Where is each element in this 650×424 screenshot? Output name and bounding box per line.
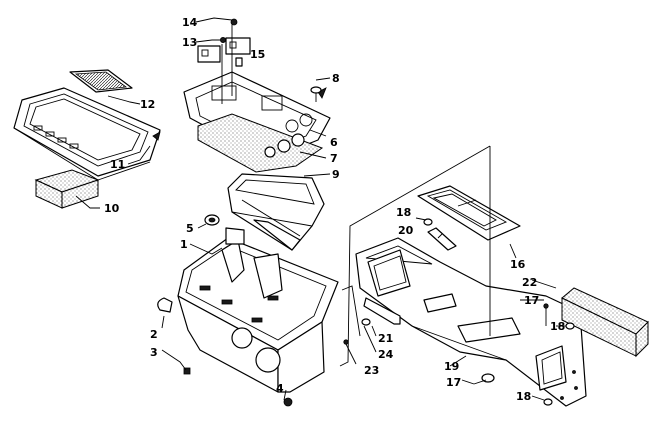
callout-4: 4 xyxy=(276,382,284,395)
callout-15: 15 xyxy=(250,48,265,61)
part-16-filter-frame xyxy=(417,185,521,241)
callout-7: 7 xyxy=(330,152,338,165)
callout-18c: 18 xyxy=(516,390,531,403)
callout-1: 1 xyxy=(180,238,188,251)
callout-19: 19 xyxy=(444,360,459,373)
part-19-duct-housing xyxy=(355,237,587,407)
part-7-foam-pad xyxy=(197,113,324,173)
callout-18a: 18 xyxy=(396,206,411,219)
callout-6: 6 xyxy=(330,136,338,149)
part-4-nut xyxy=(283,397,293,407)
callout-23: 23 xyxy=(364,364,379,377)
part-17-screws xyxy=(473,303,549,385)
callout-11: 11 xyxy=(110,158,125,171)
part-9-intake-duct xyxy=(227,173,325,251)
callout-2: 2 xyxy=(150,328,158,341)
callout-22: 22 xyxy=(522,276,537,289)
callout-17b: 17 xyxy=(446,376,461,389)
part-12-grille xyxy=(69,69,133,93)
part-8-screw xyxy=(310,86,322,102)
part-22-foam-block xyxy=(561,287,649,358)
part-1-airbox xyxy=(177,227,339,393)
reference-lines xyxy=(339,145,491,367)
callout-17a: 17 xyxy=(524,294,539,307)
callout-13: 13 xyxy=(182,36,197,49)
callout-21: 21 xyxy=(378,332,393,345)
callout-8: 8 xyxy=(332,72,340,85)
callout-24: 24 xyxy=(378,348,394,361)
part-11-lid xyxy=(13,87,161,181)
callout-5: 5 xyxy=(186,222,194,235)
part-20-bracket xyxy=(427,227,457,251)
callout-14: 14 xyxy=(182,16,198,29)
callout-3: 3 xyxy=(150,346,158,359)
part-21-bracket xyxy=(363,297,401,325)
part-10-foam-block xyxy=(34,169,100,209)
callout-12: 12 xyxy=(140,98,155,111)
part-23-24-rod xyxy=(341,285,371,345)
callout-20: 20 xyxy=(398,224,414,237)
parts-13-15-hardware xyxy=(197,18,251,104)
callout-10: 10 xyxy=(104,202,120,215)
part-2-clip xyxy=(157,297,173,313)
callout-labels: 1 2 3 4 5 6 7 8 9 10 11 12 13 14 15 16 1… xyxy=(104,16,565,403)
part-3-clip xyxy=(183,367,191,375)
leader-lines xyxy=(75,17,566,401)
callout-9: 9 xyxy=(332,168,340,181)
part-18-fasteners xyxy=(423,218,575,406)
callout-18b: 18 xyxy=(550,320,565,333)
callout-16: 16 xyxy=(510,258,526,271)
part-5-grommet xyxy=(204,214,220,226)
